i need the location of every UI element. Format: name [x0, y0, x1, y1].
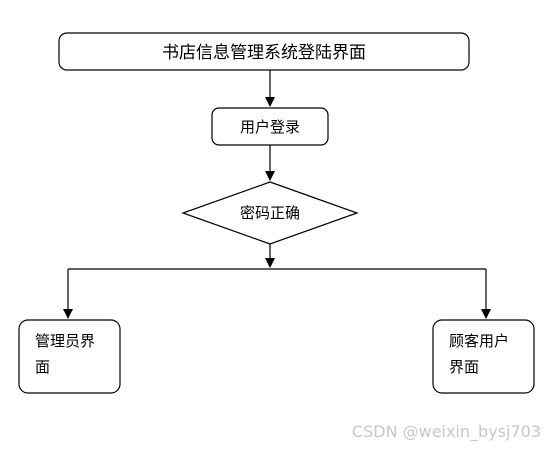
watermark-text: CSDN @weixin_bysj703 [352, 422, 541, 442]
customer-box-label-line1: 顾客用户 [449, 332, 509, 350]
decision-label: 密码正确 [240, 204, 300, 222]
customer-box [432, 319, 535, 394]
admin-box [18, 319, 121, 394]
admin-node: 管理员界 面 [18, 319, 121, 394]
customer-node: 顾客用户 界面 [432, 319, 535, 394]
title-box [58, 32, 470, 71]
admin-box-label-line2: 面 [35, 358, 50, 376]
title-node: 书店信息管理系统登陆界面 [58, 32, 470, 71]
login-box-label: 用户登录 [240, 118, 300, 136]
decision-node: 密码正确 [181, 181, 359, 245]
login-node: 用户登录 [211, 107, 329, 146]
admin-box-label-line1: 管理员界 [35, 332, 95, 350]
customer-box-label-line2: 界面 [449, 358, 479, 376]
title-box-label: 书店信息管理系统登陆界面 [162, 43, 366, 63]
